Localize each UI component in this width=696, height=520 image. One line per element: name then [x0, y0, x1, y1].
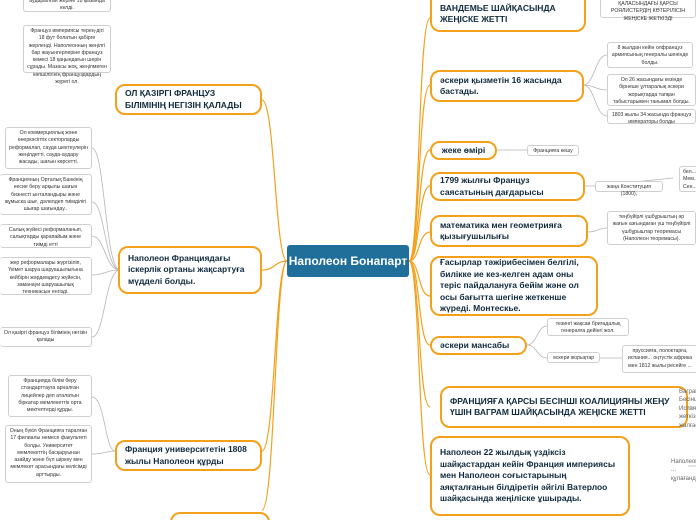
subtopic-arrival-island[interactable]: аударылған жеріне 18 қызында келді. — [23, 0, 111, 12]
subtopic-commerce-reform[interactable]: Ол коммерциялық және өнеркәсіптік сектор… — [5, 127, 92, 169]
subtopic-wagram-detail[interactable]: Ваграм Бесінш... Испания... жеткізіп... … — [679, 389, 696, 429]
topic-military-career[interactable]: әскери мансабы — [430, 336, 527, 355]
topic-private-life[interactable]: жеке өмірі — [430, 141, 497, 160]
subtopic-tax-reform[interactable]: Салық жүйесі реформаланып, салықтарды қа… — [0, 224, 92, 248]
subtopic-constitution-detail[interactable]: бел... Мем... Сен... — [679, 166, 696, 192]
topic-montesquieu-quote[interactable]: Ғасырлар тәжірибесімен белгілі, билікке … — [430, 256, 598, 316]
subtopic-education-basis[interactable]: Ол қазіргі француз білімінің негізін қал… — [0, 327, 92, 347]
topic-university-1808[interactable]: Франция университетін 1808 жылы Наполеон… — [115, 440, 262, 471]
subtopic-emperor-1803[interactable]: 1803 жылы 34 жасында француз императоры … — [607, 109, 696, 125]
subtopic-faculties[interactable]: Оның бүкіл Францияға таралған 17 филиалы… — [5, 425, 92, 483]
topic-math-geometry[interactable]: математика мен геометрияға қызығушылығы — [430, 215, 588, 247]
subtopic-land-reform[interactable]: жер реформалары жүргізіліп, Үкімет шаруа… — [0, 257, 92, 295]
subtopic-burial[interactable]: Француз империясы терең-дігі 18 фут бола… — [23, 25, 111, 85]
topic-wagram-battle[interactable]: ФРАНЦИЯҒА ҚАРСЫ БЕСІНШІ КОАЛИЦИЯНЫ ЖЕҢУ … — [440, 386, 688, 428]
subtopic-campaigns-list[interactable]: пруссияға, полоктарға, испания... оңтүст… — [622, 345, 696, 373]
subtopic-campaigns-at-26[interactable]: Ол 26 жасындағы кезінде бірнеше ұлтаралы… — [607, 74, 696, 106]
subtopic-new-constitution[interactable]: жаңа Конституция (1800), — [595, 181, 663, 197]
topic-vandemier-battle[interactable]: ВАНДЕМЬЕ ШАЙҚАСЫНДА ЖЕҢІСКЕ ЖЕТТІ — [430, 0, 586, 32]
topic-education-foundation[interactable]: ОЛ ҚАЗІРГІ ФРАНЦУЗ БІЛІМІНІҢ НЕГІЗІН ҚАЛ… — [115, 84, 262, 115]
topic-military-service-16[interactable]: әскери қызметін 16 жасында бастады. — [430, 70, 584, 102]
subtopic-military-campaigns[interactable]: әскери жорықтар — [547, 352, 600, 363]
subtopic-lycees[interactable]: Францияда білім беру стандарттауға арнал… — [8, 375, 92, 417]
subtopic-central-bank[interactable]: Францияның Орталық Банкінің несие беру а… — [0, 174, 92, 215]
topic-bottom-partial[interactable] — [170, 512, 270, 520]
subtopic-waterloo-detail[interactable]: Наполеон ... құлағанда... — [671, 459, 696, 482]
subtopic-napoleon-theorem[interactable]: теңбүйірлі үшбұрыштың әр жағын азғындаға… — [607, 211, 696, 245]
subtopic-royalist-revolt[interactable]: ҚАЛАСЫНДАҒЫ ҚАРСЫ РОЯЛИСТЕРДІҢ КӨТЕРІЛІС… — [600, 0, 696, 22]
topic-waterloo-defeat[interactable]: Наполеон 22 жылдық үздіксіз шайқастардан… — [430, 436, 630, 516]
topic-business-environment[interactable]: Наполеон Франциядағы іскерлік ортаны жақ… — [118, 246, 262, 294]
subtopic-general-rank[interactable]: 8 жылдан кейін олфранцуз армиясының гене… — [607, 42, 693, 68]
subtopic-move-to-france[interactable]: Францияға кешу — [527, 145, 579, 156]
topic-political-crisis-1799[interactable]: 1799 жылғы Француз саясатының дағдарысы — [430, 172, 585, 201]
central-topic[interactable]: Наполеон Бонапарт — [287, 245, 409, 277]
subtopic-brigadier-path[interactable]: тезингі жақсаи бригадалық генералға дейі… — [547, 318, 629, 336]
